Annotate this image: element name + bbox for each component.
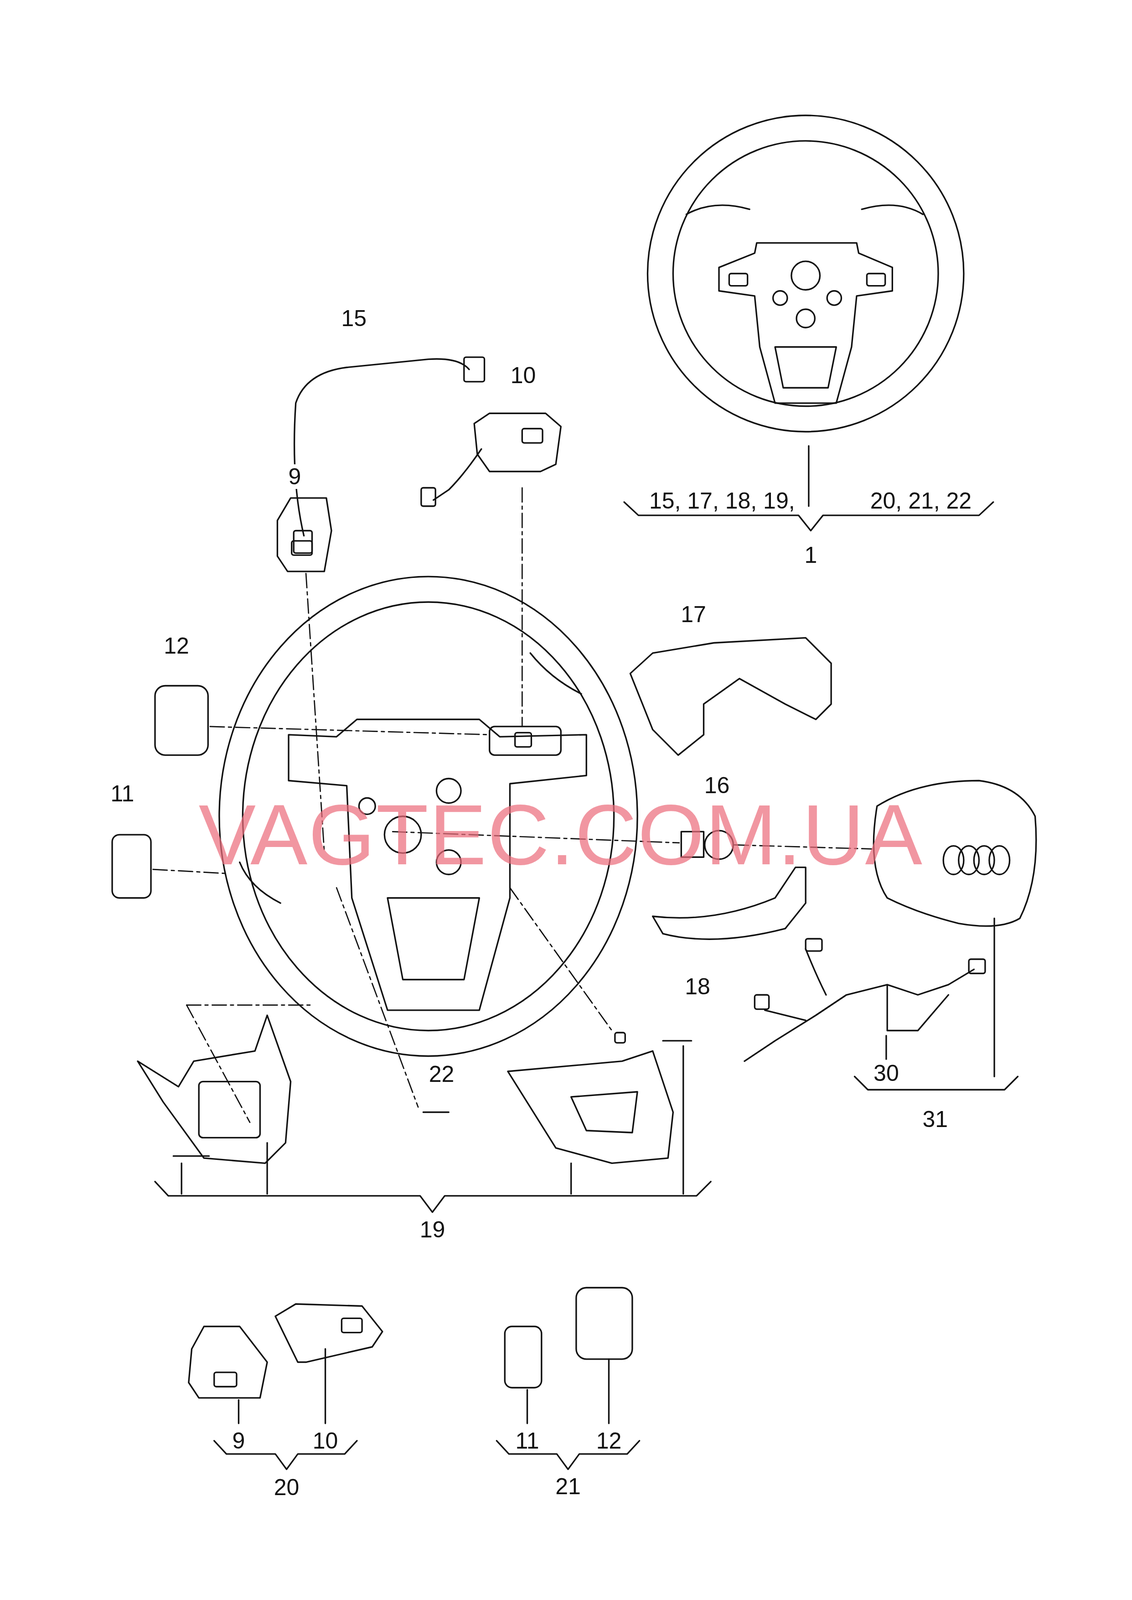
callout-number: 31 [920,1106,950,1132]
callout-number: 15 [339,305,369,331]
callout-number: 20, 21, 22 [868,488,974,513]
callout-number: 10 [508,362,538,388]
callout-number: 21 [553,1473,583,1499]
watermark: VAGTEC.COM.UA [198,791,924,878]
callout-number: 11 [108,780,136,806]
callout-number: 16 [702,772,732,798]
callout-number: 30 [871,1060,901,1086]
callout-number: 10 [310,1427,341,1453]
callout-number: 12 [161,633,192,658]
callout-number: 1 [802,542,819,568]
callout-number: 18 [682,973,713,999]
callout-number: 19 [418,1216,448,1242]
callout-number: 17 [678,601,709,627]
callout-number: 15, 17, 18, 19, [647,488,797,513]
callout-number: 12 [594,1427,624,1453]
callout-number: 9 [230,1427,248,1453]
callout-number: 20 [272,1474,302,1499]
callout-number: 11 [513,1427,542,1453]
callout-number: 22 [427,1061,457,1086]
callout-number: 9 [286,464,304,489]
